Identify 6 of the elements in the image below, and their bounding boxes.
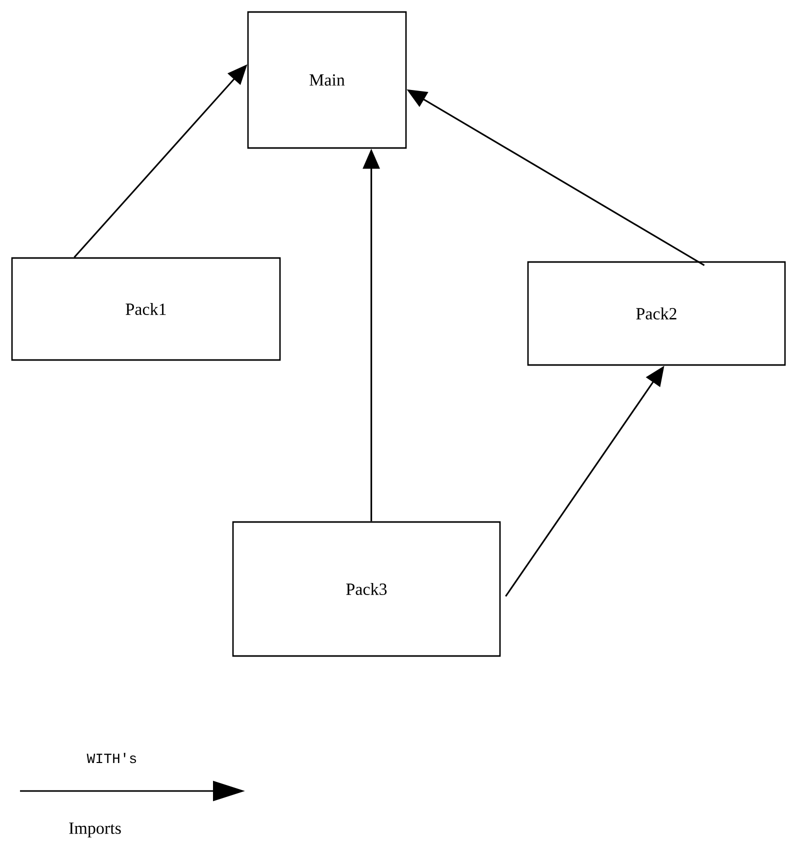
legend-text: Imports [69, 822, 121, 838]
box: Pack1 [11, 257, 281, 361]
box: Pack3 [232, 521, 501, 657]
legend-text: WITH's [86, 752, 136, 764]
box: Main [247, 11, 407, 149]
box: Pack2 [527, 261, 786, 366]
